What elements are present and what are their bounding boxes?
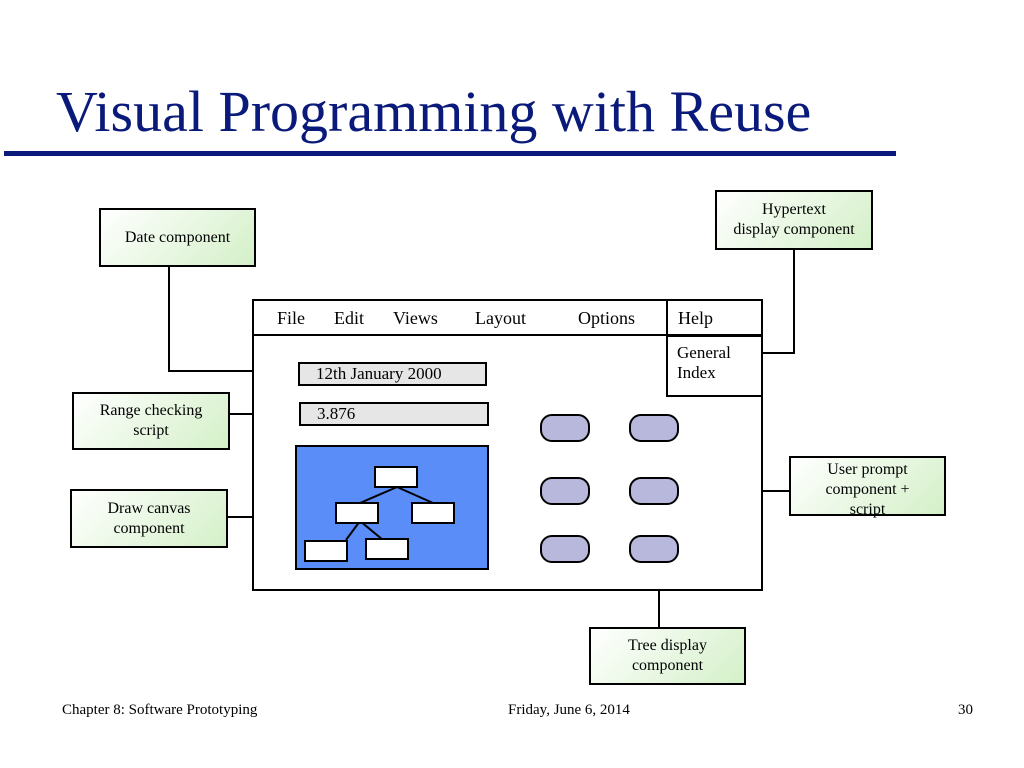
date-field[interactable]: 12th January 2000 [298, 362, 487, 386]
footer-page-number: 30 [958, 702, 973, 718]
user-prompt-callout: User prompt component + script [789, 456, 946, 518]
menu-bar: File Edit Views Layout Options Help [252, 299, 763, 335]
tree-node [335, 502, 379, 524]
slide-title: Visual Programming with Reuse [56, 79, 812, 144]
footer-chapter: Chapter 8: Software Prototyping [62, 702, 258, 718]
menu-help[interactable]: Help [678, 308, 713, 328]
callout-label: script [849, 501, 886, 518]
menu-layout[interactable]: Layout [475, 308, 526, 328]
callout-label: display component [733, 221, 855, 238]
tree-edges [345, 486, 434, 541]
callout-label: Range checking [99, 402, 203, 419]
menu-options[interactable]: Options [578, 308, 636, 328]
connector-date [168, 370, 299, 372]
prompt-button[interactable] [629, 477, 679, 505]
callout-label: Date component [124, 228, 231, 246]
help-menu-general[interactable]: General [677, 343, 731, 362]
callout-label: component [631, 657, 704, 674]
draw-canvas-callout: Draw canvas component [70, 489, 228, 548]
callout-label: component [113, 519, 185, 537]
prompt-button[interactable] [629, 535, 679, 563]
connector-hypertext [746, 352, 795, 354]
date-component-callout: Date component [99, 208, 256, 267]
title-underline [4, 151, 896, 156]
prompt-button[interactable] [540, 477, 590, 505]
help-menu-left-edge [666, 299, 668, 336]
help-menu-index[interactable]: Index [677, 363, 716, 382]
tree-node-root [374, 466, 418, 488]
tree-node [365, 538, 409, 560]
number-field[interactable]: 3.876 [299, 402, 489, 426]
tree-node [304, 540, 348, 562]
callout-label: component + [825, 481, 910, 498]
menu-edit[interactable]: Edit [334, 308, 364, 328]
prompt-button[interactable] [540, 535, 590, 563]
menubar-divider [253, 334, 762, 336]
footer-date: Friday, June 6, 2014 [508, 702, 630, 718]
draw-canvas[interactable] [295, 445, 489, 570]
prompt-button[interactable] [629, 414, 679, 442]
range-checking-callout: Range checking script [72, 392, 230, 450]
tree-display-callout: Tree display component [589, 627, 746, 685]
callout-label: User prompt [827, 461, 908, 478]
callout-label: Draw canvas [107, 499, 191, 517]
hypertext-callout: Hypertext display component [715, 190, 873, 250]
prompt-button[interactable] [540, 414, 590, 442]
connector-tree [658, 563, 660, 628]
menu-file[interactable]: File [277, 308, 306, 328]
callout-label: Hypertext [762, 201, 826, 218]
connector-hypertext [793, 249, 795, 354]
menu-views[interactable]: Views [393, 308, 438, 328]
callout-label: script [133, 422, 169, 439]
connector-date [168, 266, 170, 371]
help-dropdown: General Index [666, 335, 763, 397]
callout-label: Tree display [628, 637, 707, 654]
tree-node [411, 502, 455, 524]
